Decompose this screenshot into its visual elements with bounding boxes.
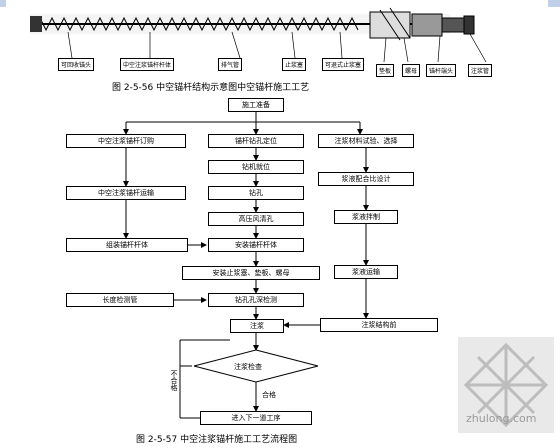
callout-pad: 垫板	[376, 64, 395, 77]
callout-nut: 螺母	[402, 64, 421, 77]
flow-mid-5: 安装锚杆杆体	[208, 238, 304, 252]
flow-mid-3: 钻孔	[208, 186, 304, 200]
flow-start: 施工准备	[228, 98, 284, 112]
flow-right-3: 浆液拌制	[334, 210, 398, 224]
flow-right-5: 注浆结构前	[320, 318, 438, 332]
decision-diamond	[193, 349, 319, 383]
callout-retrievable-head: 可回收锚头	[58, 58, 95, 71]
flow-mid-6: 安装止浆塞、垫板、螺母	[182, 266, 320, 280]
anchor-bolt-illustration	[30, 7, 487, 63]
strip-segment	[0, 0, 6, 7]
flow-mid-7: 钻孔孔深检测	[208, 293, 304, 307]
callout-bolt-end: 锚杆端头	[426, 64, 457, 77]
callout-grout-stopper: 止浆塞	[282, 58, 307, 71]
watermark-text: zhulong.com	[466, 412, 537, 425]
flow-left-2: 中空注浆锚杆运输	[66, 186, 186, 200]
callout-exhaust-pipe: 排气管	[218, 58, 243, 71]
figure2-caption: 图 2-5-57 中空注浆锚杆施工工艺流程图	[136, 435, 298, 445]
flow-no-label: 不合格	[170, 370, 178, 391]
flow-right-2: 浆液配合比设计	[318, 172, 414, 186]
flow-yes-label: 合格	[262, 391, 276, 399]
flow-mid-8: 注浆	[230, 319, 284, 333]
callout-retractable-stopper: 可退式止浆塞	[322, 58, 365, 71]
callout-grout-pipe: 注浆管	[468, 64, 493, 77]
figure1-caption: 图 2-5-56 中空锚杆结构示意图中空锚杆施工工艺	[112, 83, 310, 93]
flow-mid-1: 锚杆钻孔定位	[208, 134, 304, 148]
strip-segment	[548, 0, 560, 7]
watermark-logo-icon	[458, 337, 554, 433]
flow-right-1: 注浆材料试验、选择	[318, 134, 414, 148]
flow-mid-2: 钻机就位	[208, 160, 304, 174]
callout-hollow-bolt-body: 中空注浆锚杆杆体	[120, 58, 175, 71]
flow-left-3: 组装锚杆杆体	[66, 238, 188, 252]
flow-length-check: 长度检测管	[66, 293, 174, 307]
flow-decision-label: 注浆检查	[234, 363, 262, 371]
flowchart-connectors	[123, 112, 369, 419]
flow-left-1: 中空注浆锚杆订购	[66, 134, 186, 148]
window-top-strip	[0, 0, 560, 10]
flow-mid-4: 高压风清孔	[208, 212, 304, 226]
flow-end: 进入下一道工序	[200, 411, 312, 425]
flow-right-4: 浆液运输	[334, 265, 398, 279]
